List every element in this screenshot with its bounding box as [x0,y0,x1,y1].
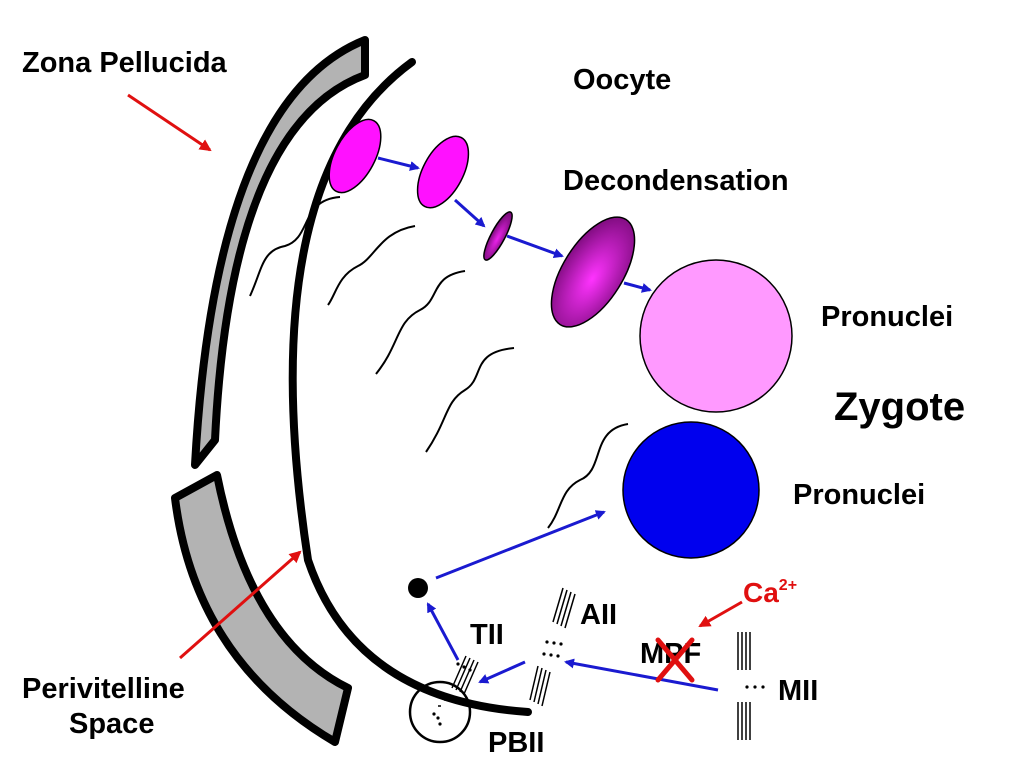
arrow-to-pronucleus [435,510,606,580]
arrow-calcium [698,600,743,628]
oocyte-membrane [288,58,532,716]
mii-dots [745,685,765,689]
arrow-mii-to-aii [564,658,719,692]
aii-chromosomes [529,587,576,707]
mpf-inhibited-x-icon [655,637,695,683]
aii-dots [542,640,563,658]
sperm-tail [327,225,416,306]
label-oocyte: Oocyte [573,64,671,96]
arrow-aii-to-tii [478,660,526,684]
zona-band-upper [191,36,369,469]
sperm-tails [249,196,629,529]
label-calcium: Ca2+ [743,577,797,608]
sperm-head [416,135,470,209]
label-decondensation: Decondensation [563,165,789,197]
label-zona-pellucida: Zona Pellucida [22,47,228,79]
zona-band-lower [171,471,352,746]
chromatin-dot [408,578,428,598]
label-pronuclei-top: Pronuclei [821,301,953,333]
tii-chromosomes [438,655,479,707]
zona-pellucida [171,36,369,746]
sperm-tail [249,196,341,297]
label-perivitelline-line2: Space [69,708,154,740]
sperm-head-condensed [483,211,513,261]
polar-body [408,680,472,744]
mii-chromosomes [737,632,751,740]
sperm-heads [328,118,636,328]
arrow-zona-pellucida [127,93,212,152]
sperm-tail [425,347,515,453]
male-pronucleus [622,421,760,559]
label-calcium-base: Ca [743,577,779,608]
arrow-tii-up [426,602,460,661]
label-perivitelline-line1: Perivitelline [22,673,185,705]
female-pronucleus [639,259,793,413]
sperm-path-arrows [377,156,652,293]
sperm-head-decondensing [550,216,636,328]
arrow [453,198,486,228]
label-calcium-sup: 2+ [779,577,797,594]
sperm-head [328,118,382,194]
meiosis-elements [408,510,765,744]
label-tii: TII [470,619,504,651]
label-pbii: PBII [488,727,544,759]
label-mii: MII [778,675,818,707]
arrow-perivitelline-space [179,550,302,660]
arrow [377,156,420,171]
label-pronuclei-bottom: Pronuclei [793,479,925,511]
arrow [506,234,564,258]
label-zygote: Zygote [834,385,965,429]
sperm-tail [547,423,629,529]
tii-dots [432,662,472,726]
arrow [623,281,652,293]
sperm-tail [375,270,466,375]
label-aii: AII [580,599,617,631]
